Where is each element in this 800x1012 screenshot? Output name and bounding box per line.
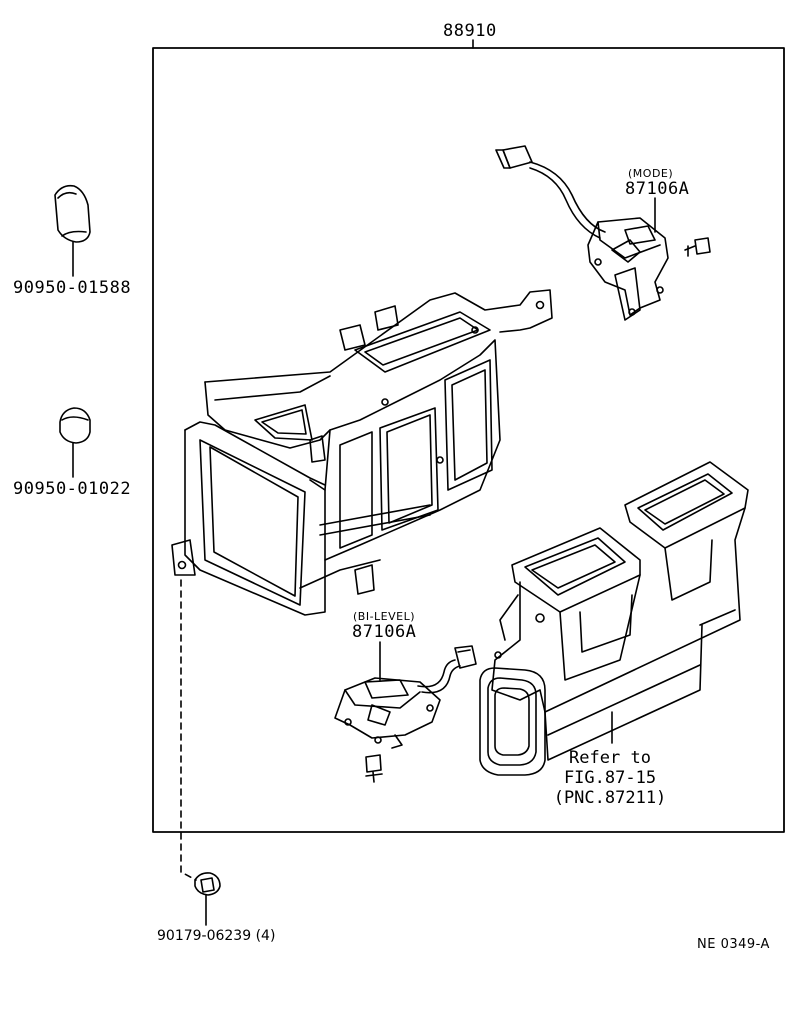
screw-icon (194, 872, 221, 926)
screw-icon (365, 754, 383, 783)
assembly-part-number: 88910 (443, 21, 497, 41)
assembly-frame (152, 47, 785, 833)
heater-case-icon (171, 289, 553, 616)
screw-position-dashed-leader (180, 579, 197, 881)
bilevel-part-number: 87106A (352, 622, 417, 642)
refer-note-line-1: Refer to (569, 748, 651, 768)
mode-part-number: 87106A (625, 179, 690, 199)
connector-icon (495, 145, 533, 169)
plug-large-part-number: 90950-01588 (13, 278, 132, 298)
refer-note-line-3: (PNC.87211) (553, 788, 667, 808)
mode-tag: (MODE) (628, 167, 674, 180)
duct-icon (479, 461, 749, 776)
plug-icon (54, 184, 91, 277)
screw-part-number: 90179-06239 (4) (157, 928, 276, 944)
connector-icon (454, 645, 477, 669)
screw-icon (684, 237, 711, 257)
refer-note: Refer to FIG.87-15 (PNC.87211) (540, 748, 680, 808)
plug-small-part-number: 90950-01022 (13, 479, 132, 499)
servo-motor-icon (334, 659, 461, 749)
servo-motor-icon (529, 161, 669, 321)
figure-code: NE 0349-A (697, 937, 770, 952)
refer-note-line-2: FIG.87-15 (563, 768, 657, 788)
bilevel-tag: (BI-LEVEL) (353, 610, 416, 623)
plug-icon (59, 407, 91, 478)
